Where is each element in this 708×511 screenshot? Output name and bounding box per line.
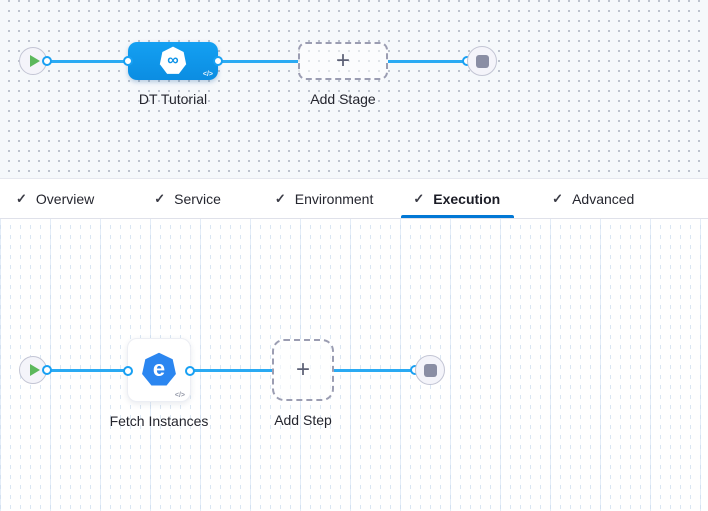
stage-out-port[interactable] <box>213 56 223 66</box>
add-stage-label: Add Stage <box>310 91 376 107</box>
step-in-port[interactable] <box>123 366 133 376</box>
add-step-button[interactable]: + <box>272 339 334 401</box>
tab-service[interactable]: ✓ Service <box>154 179 221 218</box>
infinity-glyph: ∞ <box>167 52 179 69</box>
stop-icon <box>423 363 437 377</box>
plus-icon: + <box>295 356 310 383</box>
step-name-label: Fetch Instances <box>109 413 209 429</box>
step-out-port[interactable] <box>185 366 195 376</box>
code-view-icon[interactable]: </> <box>174 392 185 399</box>
stage-node[interactable]: ∞ </> <box>123 42 223 80</box>
edge-start-to-step <box>47 369 127 372</box>
check-icon: ✓ <box>274 190 286 206</box>
start-node-out-port[interactable] <box>42 56 52 66</box>
tab-label: Overview <box>35 190 95 207</box>
tab-label: Environment <box>294 190 374 207</box>
step-node[interactable]: e </> <box>123 338 195 402</box>
pipeline-end-node <box>467 46 497 76</box>
edge-start-to-stage <box>47 60 128 63</box>
add-stage-button[interactable]: + <box>298 42 388 80</box>
play-icon <box>29 55 40 67</box>
tab-label: Service <box>174 190 221 207</box>
tab-execution[interactable]: ✓ Execution <box>401 179 514 218</box>
step-glyph: e <box>152 356 166 381</box>
plus-icon: + <box>335 47 350 74</box>
edge-step-to-addstep <box>191 369 272 372</box>
start-node-out-port[interactable] <box>42 365 52 375</box>
check-icon: ✓ <box>413 190 425 206</box>
check-icon: ✓ <box>552 190 564 206</box>
code-view-icon[interactable]: </> <box>202 71 213 78</box>
stage-in-port[interactable] <box>123 56 133 66</box>
play-icon <box>29 364 40 376</box>
stage-config-tabs: ✓ Overview ✓ Service ✓ Environment ✓ Exe… <box>0 178 708 219</box>
edge-addstep-to-end <box>334 369 415 372</box>
check-icon: ✓ <box>16 190 27 206</box>
edge-stage-to-addstage <box>218 60 298 63</box>
stage-name-label: DT Tutorial <box>138 91 208 107</box>
tab-label: Advanced <box>572 190 635 207</box>
cd-stage-icon: ∞ <box>159 46 187 74</box>
stop-icon <box>475 54 489 68</box>
execution-end-node <box>415 355 445 385</box>
tab-environment[interactable]: ✓ Environment <box>275 179 374 218</box>
fetch-instances-step-icon: e <box>142 352 176 386</box>
add-step-label: Add Step <box>274 412 332 428</box>
tab-advanced[interactable]: ✓ Advanced <box>552 179 634 218</box>
check-icon: ✓ <box>154 190 166 206</box>
tab-label: Execution <box>433 190 501 207</box>
edge-addstage-to-end <box>388 60 467 63</box>
stage-canvas[interactable]: ∞ </> DT Tutorial + Add Stage <box>0 0 708 178</box>
execution-canvas[interactable]: e </> Fetch Instances + Add Step <box>0 219 708 511</box>
tab-overview[interactable]: ✓ Overview <box>16 179 94 218</box>
